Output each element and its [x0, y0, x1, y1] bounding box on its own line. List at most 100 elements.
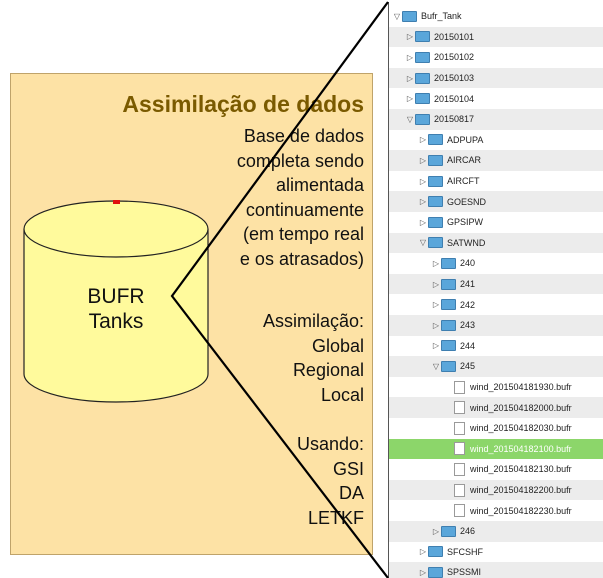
tree-item-label: SFCSHF — [447, 546, 483, 557]
collapse-toggle-icon[interactable]: ▷ — [432, 279, 440, 289]
file-icon — [454, 401, 465, 415]
file-icon — [454, 421, 465, 435]
tree-file-item[interactable]: wind_201504182130.bufr — [389, 459, 603, 480]
folder-icon — [441, 278, 456, 290]
file-icon — [454, 442, 465, 456]
folder-icon — [428, 175, 443, 187]
tree-folder-item[interactable]: ▷ GPSIPW — [389, 212, 603, 233]
tree-item-label: 243 — [460, 320, 476, 331]
collapse-toggle-icon[interactable]: ▷ — [419, 155, 427, 165]
folder-icon — [428, 216, 443, 228]
file-icon — [454, 483, 465, 497]
folder-icon — [428, 134, 443, 146]
tree-folder-item[interactable]: ▽ 245 — [389, 356, 603, 377]
tree-folder-item[interactable]: ▷ 246 — [389, 521, 603, 542]
tree-item-label: ADPUPA — [447, 134, 484, 145]
tree-item-label: Bufr_Tank — [421, 11, 462, 22]
tree-item-label: AIRCAR — [447, 155, 482, 166]
tree-folder-item[interactable]: ▷ SPSSMI — [389, 562, 603, 578]
file-icon — [454, 380, 465, 394]
expand-toggle-icon[interactable]: ▽ — [406, 114, 414, 124]
tree-item-label: 241 — [460, 279, 476, 290]
folder-icon — [415, 31, 430, 43]
tree-item-label: 246 — [460, 526, 476, 537]
cylinder-label: BUFR Tanks — [66, 284, 166, 334]
tree-item-label: wind_201504182200.bufr — [470, 485, 572, 496]
cylinder-label-line: Tanks — [88, 310, 144, 333]
folder-icon — [441, 319, 456, 331]
expand-toggle-icon[interactable]: ▽ — [419, 238, 427, 248]
folder-icon — [428, 154, 443, 166]
collapse-toggle-icon[interactable]: ▷ — [419, 197, 427, 207]
tree-folder-item[interactable]: ▷ AIRCFT — [389, 171, 603, 192]
tree-item-label: SATWND — [447, 237, 486, 248]
collapse-toggle-icon[interactable]: ▷ — [406, 52, 414, 62]
tree-item-label: 244 — [460, 340, 476, 351]
expand-toggle-icon[interactable]: ▽ — [393, 11, 401, 21]
collapse-toggle-icon[interactable]: ▷ — [432, 526, 440, 536]
tree-folder-item[interactable]: ▽20150817 — [389, 109, 603, 130]
tree-folder-item[interactable]: ▷240 — [389, 253, 603, 274]
folder-icon — [441, 299, 456, 311]
tree-item-label: GPSIPW — [447, 217, 484, 228]
tree-item-label: wind_201504182030.bufr — [470, 423, 572, 434]
collapse-toggle-icon[interactable]: ▷ — [406, 94, 414, 104]
tree-folder-item[interactable]: ▷20150103 — [389, 67, 603, 89]
tree-folder-item[interactable]: ▷ ADPUPA — [389, 130, 603, 151]
cylinder-marker — [113, 200, 120, 204]
assimilation-panel: Assimilação de dados Base de dados compl… — [10, 73, 373, 555]
tree-item-label: wind_201504182000.bufr — [470, 402, 572, 413]
tree-item-label: 20150101 — [434, 31, 475, 42]
folder-icon — [428, 196, 443, 208]
collapse-toggle-icon[interactable]: ▷ — [419, 176, 427, 186]
tree-folder-item[interactable]: ▷20150104 — [389, 88, 603, 109]
tree-file-item[interactable]: wind_201504181930.bufr — [389, 377, 603, 398]
tree-item-label: wind_201504182230.bufr — [470, 505, 572, 516]
collapse-toggle-icon[interactable]: ▷ — [419, 135, 427, 145]
tree-item-label: 245 — [460, 361, 476, 372]
collapse-toggle-icon[interactable]: ▷ — [432, 320, 440, 330]
folder-icon — [415, 51, 430, 63]
tree-folder-item[interactable]: ▷ 20150101 — [389, 26, 603, 48]
tree-folder-item[interactable]: ▷242 — [389, 294, 603, 315]
tree-item-label: wind_201504182130.bufr — [470, 464, 572, 475]
folder-icon — [415, 93, 430, 105]
tree-folder-item[interactable]: ▷ 20150102 — [389, 47, 603, 68]
tree-file-item[interactable]: wind_201504182230.bufr — [389, 500, 603, 521]
collapse-toggle-icon[interactable]: ▷ — [419, 567, 427, 577]
cylinder-top — [23, 200, 209, 258]
folder-icon — [428, 237, 443, 249]
tree-file-item[interactable]: wind_201504182030.bufr — [389, 418, 603, 439]
folder-icon — [441, 525, 456, 537]
tree-file-item[interactable]: wind_201504182100.bufr — [389, 438, 603, 460]
collapse-toggle-icon[interactable]: ▷ — [432, 258, 440, 268]
expand-toggle-icon[interactable]: ▽ — [432, 361, 440, 371]
tree-folder-item[interactable]: ▷ AIRCAR — [389, 150, 603, 171]
folder-icon — [428, 566, 443, 578]
tree-item-label: SPSSMI — [447, 567, 482, 578]
folder-icon — [402, 10, 417, 22]
tree-folder-item[interactable]: ▷ 243 — [389, 315, 603, 336]
tree-file-item[interactable]: wind_201504182000.bufr — [389, 397, 603, 418]
tree-item-label: AIRCFT — [447, 176, 480, 187]
folder-icon — [415, 72, 430, 84]
tree-folder-item[interactable]: ▷ GOESND — [389, 191, 603, 212]
collapse-toggle-icon[interactable]: ▷ — [432, 300, 440, 310]
tree-file-item[interactable]: wind_201504182200.bufr — [389, 479, 603, 501]
file-icon — [454, 462, 465, 476]
folder-icon — [441, 340, 456, 352]
tree-folder-item[interactable]: ▽ SATWND — [389, 232, 603, 254]
tree-item-label: GOESND — [447, 196, 487, 207]
tree-folder-item[interactable]: ▷ 241 — [389, 273, 603, 295]
tree-folder-item[interactable]: ▷ 244 — [389, 336, 603, 357]
folder-icon — [415, 113, 430, 125]
file-icon — [454, 504, 465, 518]
collapse-toggle-icon[interactable]: ▷ — [406, 73, 414, 83]
collapse-toggle-icon[interactable]: ▷ — [419, 547, 427, 557]
collapse-toggle-icon[interactable]: ▷ — [406, 32, 414, 42]
tree-folder-item[interactable]: ▷ SFCSHF — [389, 542, 603, 563]
collapse-toggle-icon[interactable]: ▷ — [432, 341, 440, 351]
tree-folder-item[interactable]: ▽ Bufr_Tank — [389, 6, 603, 27]
tree-item-label: 20150102 — [434, 52, 475, 63]
collapse-toggle-icon[interactable]: ▷ — [419, 217, 427, 227]
